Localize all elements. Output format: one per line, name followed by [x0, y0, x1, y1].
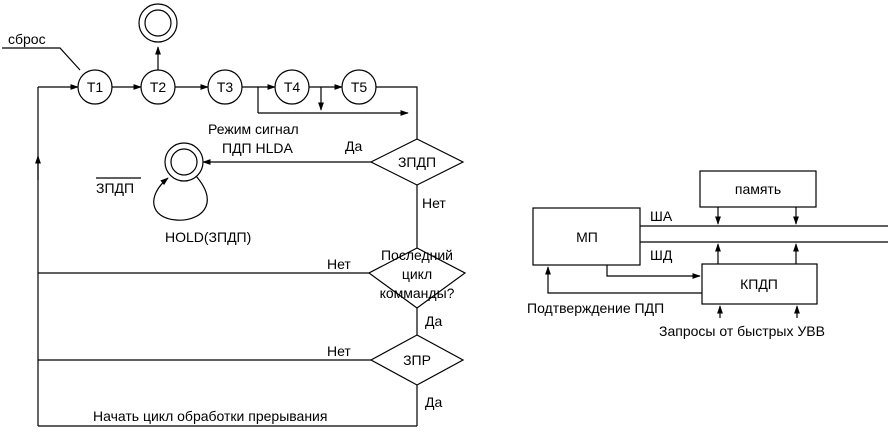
reset-input: сброс	[2, 31, 81, 71]
state-t2-label: T2	[150, 79, 167, 95]
state-t1: T1	[77, 69, 113, 105]
state-t3: T3	[207, 69, 243, 105]
state-t2: T2	[140, 69, 176, 105]
memory-label: память	[735, 181, 781, 197]
decision-last-cycle: Последний цикл комманды?	[367, 247, 467, 309]
mode-label-line1: Режим сигнал	[208, 121, 299, 137]
ack-label: Подтверждение ПДП	[527, 300, 664, 316]
mode-label-line2: ПДП HLDA	[222, 140, 294, 156]
state-t4: T4	[274, 69, 310, 105]
reset-label: сброс	[8, 31, 46, 47]
last-cycle-yes-label: Да	[425, 313, 442, 329]
last-cycle-line2: цикл	[402, 266, 432, 282]
decision-zpdp: ЗПДП	[369, 138, 465, 186]
interrupt-label: Начать цикл обработки прерывания	[93, 408, 327, 424]
state-t1-label: T1	[87, 79, 104, 95]
kpdp-label: КПДП	[740, 276, 778, 292]
mp-block: МП	[532, 207, 641, 266]
zpdp-yes-label: Да	[345, 138, 362, 154]
decision-zpr-label: ЗПР	[403, 352, 431, 368]
zpdp-no-label: Нет	[422, 195, 446, 211]
requests-label: Запросы от быстрых УВВ	[659, 323, 825, 339]
memory-block: память	[699, 170, 817, 208]
decision-zpdp-label: ЗПДП	[398, 154, 436, 170]
zpr-no-label: Нет	[327, 343, 351, 359]
halt-state	[138, 3, 178, 43]
last-cycle-no-label: Нет	[327, 256, 351, 272]
hold-self-loop	[153, 175, 208, 221]
zpr-yes-label: Да	[425, 394, 442, 410]
decision-zpr: ЗПР	[369, 334, 465, 386]
state-flowchart: сброс T1 T2 T3 T4	[2, 3, 467, 427]
hold-state	[164, 142, 204, 182]
block-diagram: МП память ША ШД КПДП Подтверждение ПДП З…	[527, 170, 888, 339]
last-cycle-line3: комманды?	[380, 285, 455, 301]
state-t5: T5	[341, 69, 377, 105]
last-cycle-line1: Последний	[381, 247, 453, 263]
state-t4-label: T4	[284, 79, 301, 95]
mp-label: МП	[576, 229, 598, 245]
state-t3-label: T3	[217, 79, 234, 95]
state-t5-label: T5	[351, 79, 368, 95]
not-zpdp-label: ЗПДП	[96, 180, 134, 196]
kpdp-block: КПДП	[701, 263, 818, 305]
data-bus-label: ШД	[650, 247, 673, 263]
hold-label: HOLD(ЗПДП)	[165, 229, 251, 245]
address-bus-label: ША	[650, 208, 673, 224]
